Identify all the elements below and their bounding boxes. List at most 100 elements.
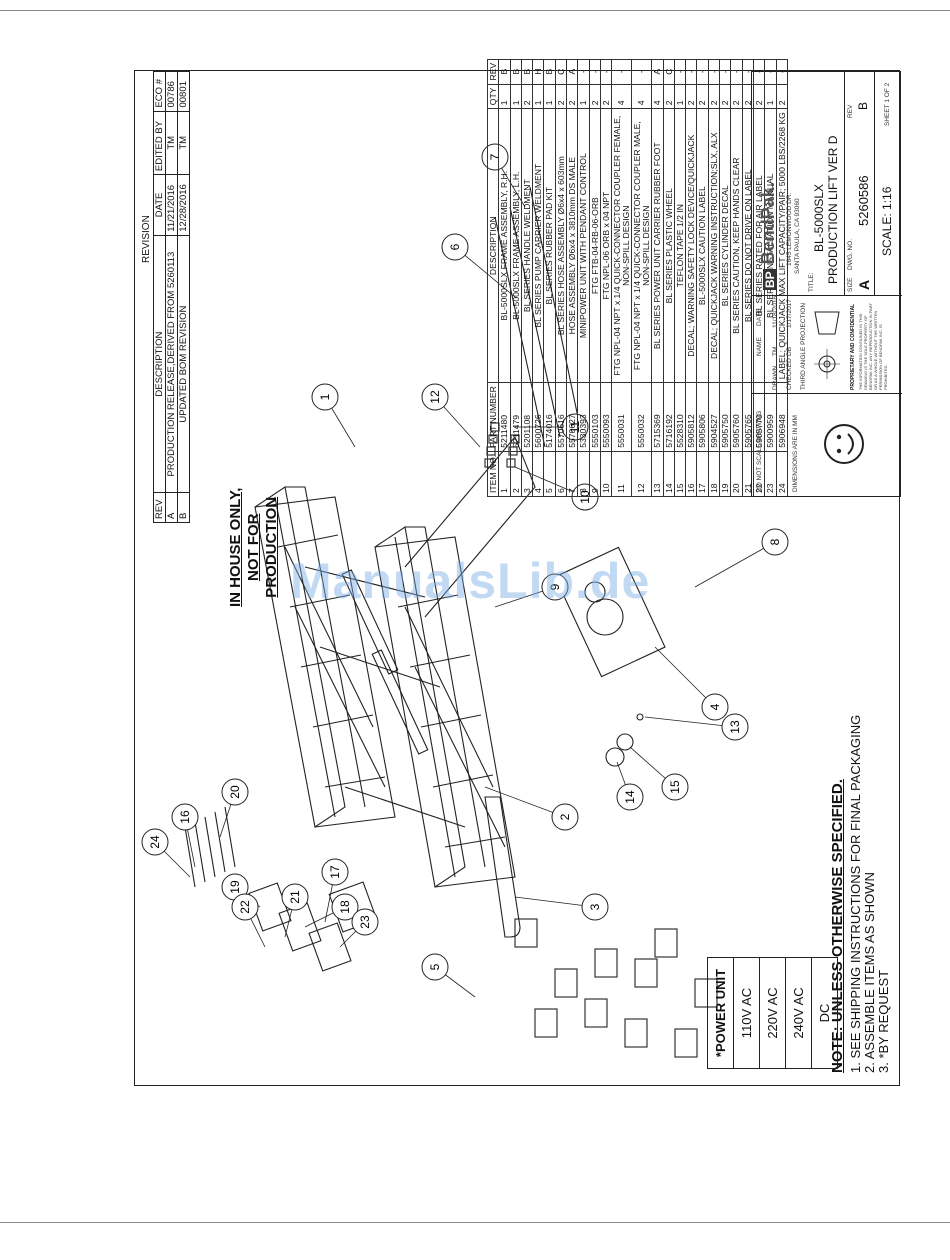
decals-stack	[184, 806, 378, 972]
rev-cell: -	[708, 59, 720, 85]
rev-cell: -	[577, 59, 590, 85]
revision-table: REV DESCRIPTION DATE EDITED BY ECO # A P…	[153, 71, 190, 523]
hose-assembly-6	[494, 206, 561, 448]
item-no-cell: 10	[600, 451, 612, 497]
item-no-cell: 11	[611, 451, 632, 497]
balloon-callout: 23	[351, 908, 379, 936]
qty-cell: 4	[651, 84, 664, 109]
part-number-cell: 5570627	[566, 382, 578, 452]
description-cell: HOSE ASSEMBLY Ø6x4 x 3810mm DS MALE	[566, 108, 578, 383]
item-no-col-header: ITEM NO.	[487, 451, 499, 497]
description-cell: BL SERIES CYLINDER DECAL	[719, 108, 731, 383]
dimensions-note: DIMENSIONS ARE IN MM	[792, 415, 799, 492]
item-no-cell: 4	[532, 451, 544, 497]
part-number-cell: 5905750	[719, 382, 731, 452]
description-cell: FTG NPL-04 NPT x 1/4 QUICK-CONNECTOR COU…	[631, 108, 652, 383]
bom-table: ITEM NO. PART NUMBER DESCRIPTION QTY REV…	[487, 59, 788, 497]
balloon-callout: 19	[221, 873, 249, 901]
rev-cell: -	[696, 59, 709, 85]
item-no-cell: 9	[589, 451, 601, 497]
rev-cell: -	[600, 59, 612, 85]
description-cell: FTG FTB-04-RB-06-ORB	[589, 108, 601, 383]
qty-cell: 1	[543, 84, 556, 109]
balloon-number: 18	[338, 900, 352, 914]
balloon-callout: 2	[551, 803, 579, 831]
checked-label: CHECKED	[786, 358, 793, 390]
item-no-cell: 17	[696, 451, 709, 497]
balloon-callout: 8	[761, 528, 789, 556]
rev-label: REV	[847, 104, 854, 118]
rev-cell: B	[521, 59, 533, 85]
power-unit-option: 110V AC	[733, 957, 760, 1069]
power-unit-table: *POWER UNIT 110V AC 220V AC 240V AC DC	[707, 957, 838, 1069]
part-number-cell: 5715369	[651, 382, 664, 452]
balloon-number: 14	[623, 790, 637, 804]
description-cell: UPDATED BOM REVISION	[177, 235, 190, 493]
balloon-number: 9	[548, 583, 562, 590]
balloon-number: 16	[178, 810, 192, 824]
checked-date: 1/17/2017	[786, 299, 793, 328]
smiley-icon	[824, 424, 864, 464]
drawn-name: TM	[772, 346, 779, 356]
checked-name: DB	[786, 346, 793, 356]
balloon-callout: 7	[481, 143, 509, 171]
description-cell: TEFLON TAPE 1/2 IN	[674, 108, 686, 383]
rev-cell: C	[555, 59, 567, 85]
balloon-callout: 6	[441, 233, 469, 261]
item-no-cell: 15	[674, 451, 686, 497]
item-no-cell: 1	[498, 451, 511, 497]
rev-cell: B	[510, 59, 522, 85]
handle-weldment	[484, 796, 521, 938]
qty-cell: 1	[532, 84, 544, 109]
description-cell: BL SERIES PLASTIC WHEEL	[663, 108, 675, 383]
rev-cell: -	[730, 59, 743, 85]
qty-cell: 1	[498, 84, 511, 109]
description-cell: DECAL; QUICKJACK WARNING INSTRUCTION;SLX…	[708, 108, 720, 383]
part-number-cell: 5211480	[498, 382, 511, 452]
balloon-callout: 22	[231, 893, 259, 921]
in-house-line: PRODUCTION	[263, 496, 280, 598]
part-number-cell: 5201108	[521, 382, 533, 452]
balloon-callout: 9	[541, 573, 569, 601]
part-number-cell: 5550103	[589, 382, 601, 452]
balloon-number: 12	[428, 390, 442, 404]
fittings	[484, 422, 520, 468]
balloon-number: 23	[358, 915, 372, 929]
in-house-line: NOT FOR	[245, 513, 262, 582]
size-label: SIZE	[847, 277, 854, 292]
rev-cell: B	[543, 59, 556, 85]
part-number-cell: 5174016	[543, 382, 556, 452]
balloon-callout: 4	[701, 693, 729, 721]
balloon-callout: 14	[616, 783, 644, 811]
address-line: SANTA PAULA, CA 93060	[794, 198, 801, 274]
balloon-callout: 1	[311, 383, 339, 411]
do-not-scale: DO NOT SCALE DRAWING	[756, 410, 763, 492]
qty-cell: 2	[719, 84, 731, 109]
date-cell: 12/28/2016	[177, 174, 190, 236]
balloon-callout: 10	[571, 483, 599, 511]
edited-by-cell: TM	[177, 111, 190, 175]
description-cell: BL SERIES CAUTION, KEEP HANDS CLEAR	[730, 108, 743, 383]
part-number-cell: 5550031	[611, 382, 632, 452]
address-line: 1645 LEMONWOOD DR.	[786, 192, 793, 266]
balloon-number: 22	[238, 900, 252, 914]
part-number-cell: 5550032	[631, 382, 652, 452]
part-number-col-header: PART NUMBER	[487, 382, 499, 452]
item-no-cell: 13	[651, 451, 664, 497]
balloon-number: 13	[728, 720, 742, 734]
power-unit-option: 240V AC	[785, 957, 812, 1069]
date-cell: 11/21/2016	[165, 174, 178, 236]
qty-cell: 2	[708, 84, 720, 109]
drawing-subtitle: PRODUCTION LIFT VER D	[826, 135, 840, 284]
description-col-header: DESCRIPTION	[153, 235, 166, 493]
balloon-callout: 17	[321, 858, 349, 886]
balloon-number: 15	[668, 780, 682, 794]
